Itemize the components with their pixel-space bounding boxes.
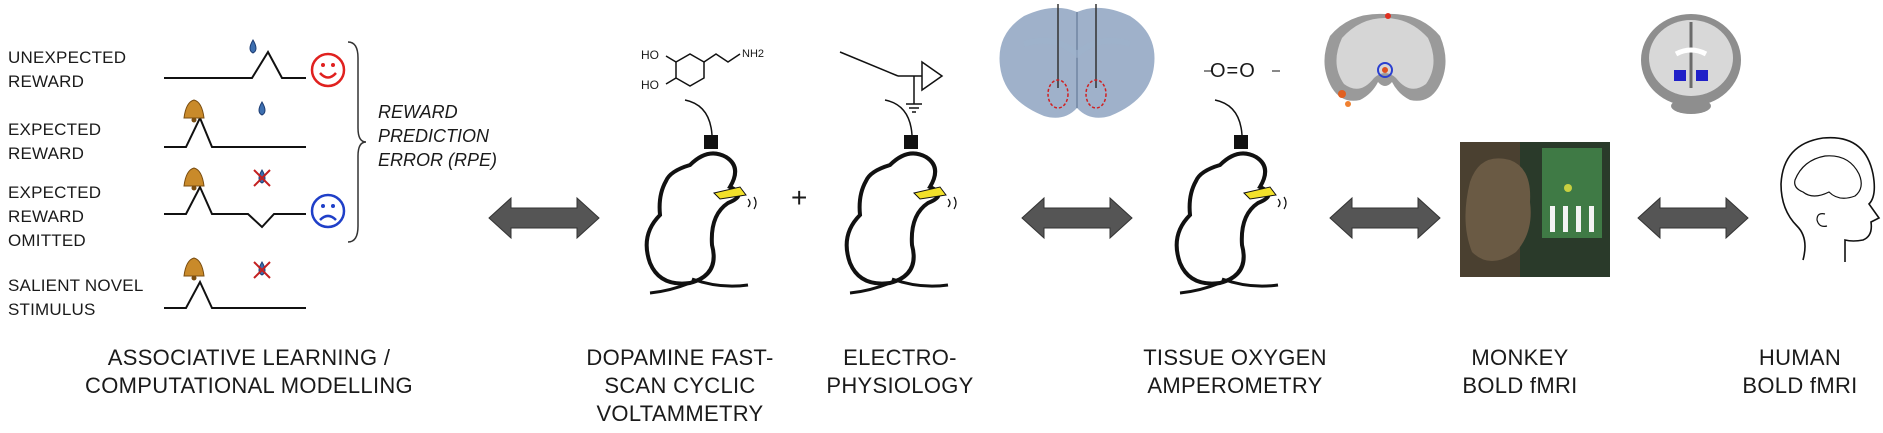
caption-ephys: ELECTRO- PHYSIOLOGY [826, 345, 974, 398]
dopamine-molecule [665, 53, 741, 87]
human-head-icon [1780, 136, 1881, 262]
caption-oxygen: TISSUE OXYGEN AMPEROMETRY [1143, 345, 1327, 398]
rat-icon-fscv [644, 99, 757, 295]
double-arrow-3 [1329, 196, 1441, 240]
happy-face-icon [310, 52, 346, 88]
crossed-drop-icon [253, 261, 271, 279]
drop-icon [258, 101, 266, 116]
signal-label-reward-omitted: EXPECTED REWARD OMITTED [8, 183, 102, 250]
trace-omitted [164, 184, 306, 229]
bell-icon [183, 167, 205, 191]
rpe-label: REWARD PREDICTION ERROR (RPE) [378, 102, 498, 170]
rat-icon-oxygen [1174, 99, 1287, 295]
trace-unexpected [164, 49, 306, 79]
rat-brain-section-image [999, 4, 1155, 118]
rpe-traces [164, 39, 367, 309]
sad-face-icon [310, 193, 346, 229]
double-arrow-1 [488, 196, 600, 240]
molecule-ho-bottom: HO [641, 78, 659, 92]
caption-fscv: DOPAMINE FAST- SCAN CYCLIC VOLTAMMETRY [586, 345, 774, 426]
bell-icon [183, 99, 205, 123]
trace-novel [164, 279, 306, 309]
double-arrow-2 [1021, 196, 1133, 240]
trace-expected [164, 115, 306, 148]
oxygen-symbol: O=O [1210, 60, 1256, 82]
crossed-drop-icon [253, 169, 271, 187]
bell-icon [183, 257, 205, 281]
rpe-brace [347, 41, 367, 243]
human-brain-fmri-image [1641, 14, 1741, 114]
molecule-nh2: NH2 [742, 48, 765, 60]
signal-label-unexpected-reward: UNEXPECTED REWARD [8, 48, 127, 91]
signal-label-expected-reward: EXPECTED REWARD [8, 120, 102, 163]
molecule-ho-top: HO [641, 48, 659, 62]
caption-monkey: MONKEY BOLD fMRI [1462, 345, 1578, 398]
rat-icon-ephys [844, 99, 957, 295]
monkey-brain-fmri-image [1324, 13, 1446, 107]
caption-human: HUMAN BOLD fMRI [1742, 345, 1858, 398]
oxygen-diamond-icon [1204, 70, 1280, 72]
double-arrow-4 [1637, 196, 1749, 240]
plus-sign: + [791, 182, 808, 213]
monkey-photo-image [1460, 142, 1610, 277]
electrode-icon [839, 51, 944, 113]
drop-icon [249, 39, 257, 54]
signal-label-novel-stimulus: SALIENT NOVEL STIMULUS [8, 276, 144, 319]
caption-learning: ASSOCIATIVE LEARNING / COMPUTATIONAL MOD… [85, 345, 413, 398]
